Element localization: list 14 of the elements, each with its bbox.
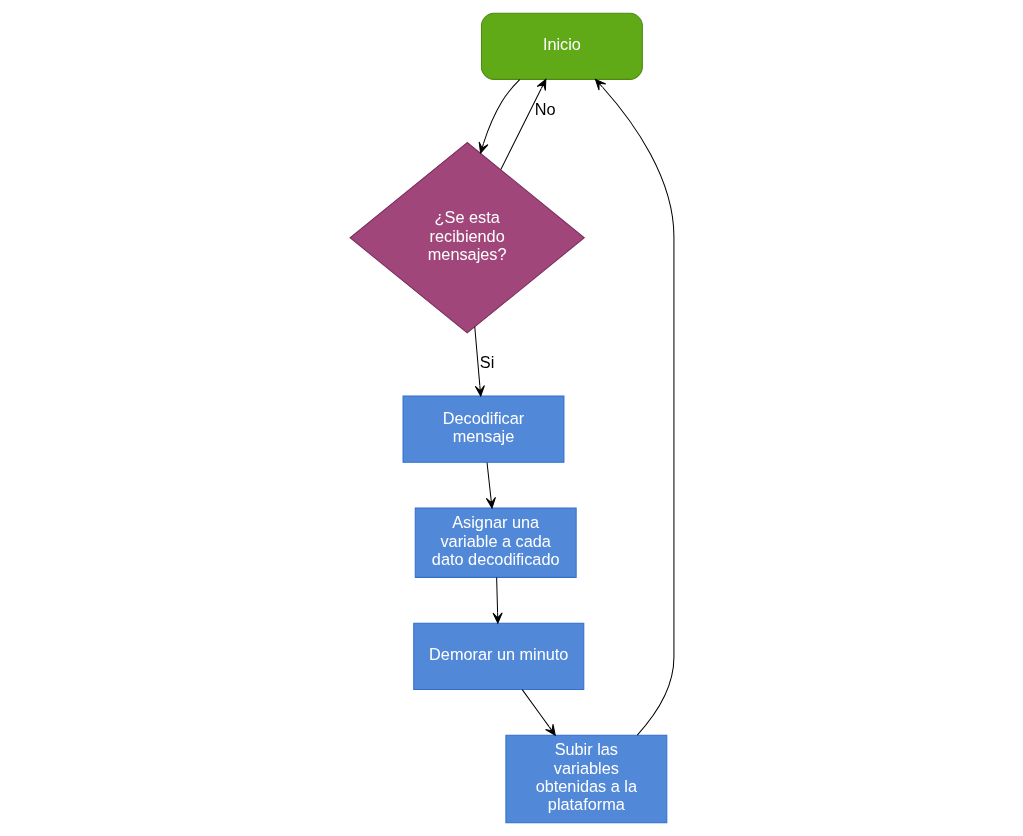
node-box: Decodificar mensaje xyxy=(402,395,564,463)
node-box: Subir las variables obtenidas a la plataforma xyxy=(504,734,667,824)
arrow xyxy=(485,461,496,509)
edge-label: No xyxy=(534,99,556,118)
arrow xyxy=(499,78,546,170)
node-box: Inicio xyxy=(480,12,643,80)
arrow xyxy=(594,78,674,736)
arrow xyxy=(521,689,556,736)
arrow xyxy=(492,577,503,624)
node-box: Demorar un minuto xyxy=(412,622,584,690)
edge-label: Si xyxy=(479,353,494,372)
arrow xyxy=(478,79,520,154)
node-box: Asignar una variable a cada dato decodificado xyxy=(414,507,577,578)
arrow xyxy=(473,326,485,397)
